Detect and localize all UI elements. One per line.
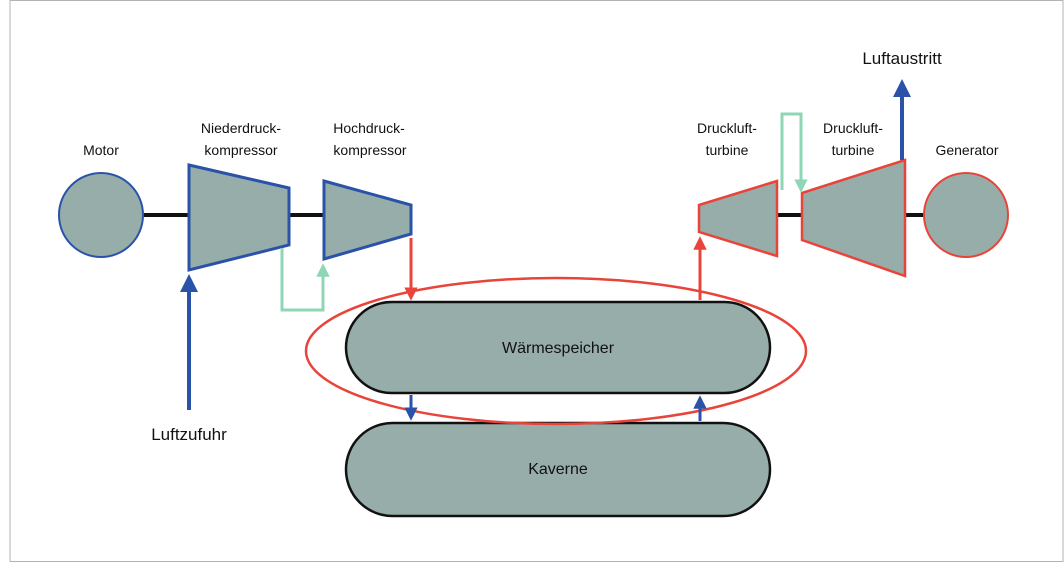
air-inlet-label: Luftzufuhr bbox=[151, 425, 227, 444]
compressed-air-turbine-1 bbox=[697, 179, 779, 258]
high-pressure-compressor-label-line1: Hochdruck- bbox=[333, 120, 405, 136]
heat-storage-ellipse bbox=[304, 276, 808, 426]
motor-label: Motor bbox=[83, 142, 119, 158]
turbine-2-label-line2: turbine bbox=[832, 142, 875, 158]
generator-circle bbox=[923, 172, 1009, 258]
generator-label: Generator bbox=[935, 142, 998, 158]
high-pressure-compressor bbox=[322, 179, 413, 261]
turbine-1-label-line2: turbine bbox=[706, 142, 749, 158]
low-pressure-compressor-label-line1: Niederdruck- bbox=[201, 120, 281, 136]
cavern-label: Kaverne bbox=[528, 461, 588, 478]
turbine-reheat-loop-arrow bbox=[780, 112, 808, 193]
low-pressure-compressor-label-line2: kompressor bbox=[204, 142, 277, 158]
turbine-2-label-line1: Druckluft- bbox=[823, 120, 883, 136]
air-outlet-label: Luftaustritt bbox=[862, 49, 942, 68]
low-pressure-compressor bbox=[187, 163, 291, 272]
heat-storage-tank bbox=[344, 300, 772, 395]
turbine-1-label-line1: Druckluft- bbox=[697, 120, 757, 136]
motor-circle bbox=[58, 172, 144, 258]
compressed-air-turbine-2 bbox=[800, 158, 907, 278]
high-pressure-compressor-label-line2: kompressor bbox=[333, 142, 406, 158]
intercooler-loop-arrow bbox=[280, 248, 330, 312]
heat-storage-label: Wärmespeicher bbox=[502, 340, 615, 357]
